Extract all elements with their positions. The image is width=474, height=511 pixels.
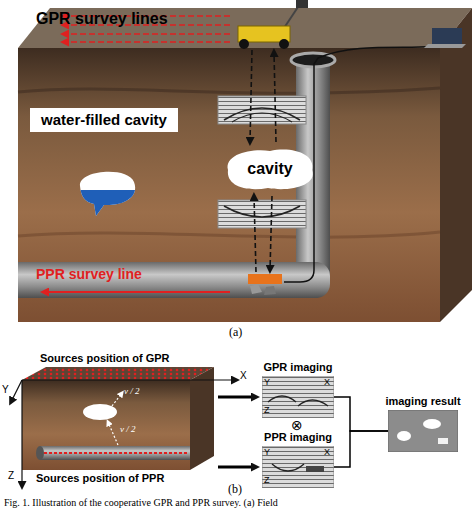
figure-caption: Fig. 1. Illustration of the cooperative … <box>4 497 278 508</box>
ground-surface <box>18 8 472 48</box>
wave-path <box>270 196 272 270</box>
laptop-screen <box>432 28 462 44</box>
flow-arrow <box>218 466 256 469</box>
debris <box>250 284 262 294</box>
water-fill <box>70 190 150 220</box>
axis-line <box>22 379 236 380</box>
radargram <box>218 200 306 228</box>
survey-line <box>64 41 230 43</box>
soil-stratum <box>18 232 440 237</box>
axis-line <box>11 380 22 402</box>
node-outline <box>388 410 458 452</box>
cavity-ellipse <box>83 404 117 420</box>
drain-pipe <box>18 262 318 298</box>
debris <box>264 286 276 295</box>
hyperbola <box>224 206 300 217</box>
hyperbola <box>232 113 292 122</box>
annotation-label: PPR survey line <box>36 266 142 282</box>
hyperbola <box>272 464 304 471</box>
axis-label: X <box>324 447 330 457</box>
bracket-connector <box>334 431 388 467</box>
wave-path <box>108 422 118 445</box>
radargram <box>262 376 334 418</box>
node-text: imaging result <box>376 395 470 407</box>
image-panel: PPR imagingYXZ <box>262 446 334 488</box>
wave-path <box>250 50 252 142</box>
anomaly <box>423 419 441 429</box>
axis-label: Z <box>264 405 270 415</box>
soil-side <box>440 8 472 322</box>
annotation-label: Y <box>2 384 9 395</box>
hyperbola <box>298 400 328 406</box>
annotation-label: v / 2 <box>120 424 136 434</box>
annotation-label: Sources position of PPR <box>36 472 164 484</box>
laptop-base <box>424 44 466 48</box>
node-outline <box>262 446 334 488</box>
soil-section <box>18 48 440 322</box>
annotation-label: Z <box>8 470 14 481</box>
drain-pipe <box>40 446 190 460</box>
reflection <box>306 466 324 472</box>
node-text: water-filled cavity <box>30 108 178 132</box>
axis-label: Z <box>264 475 270 485</box>
cart-wheel <box>279 39 289 49</box>
wave-path <box>112 393 122 406</box>
image-panel: GPR imagingYXZ <box>262 376 334 418</box>
survey-line <box>64 33 230 35</box>
cart-display <box>296 0 308 8</box>
survey-line <box>44 291 230 293</box>
radargram <box>218 96 306 124</box>
annotation-label: v / 2 <box>124 386 140 396</box>
annotation-label: (a) <box>229 325 242 340</box>
pipe-robot <box>248 274 282 284</box>
soil-stratum <box>18 88 440 93</box>
anomaly <box>438 438 448 444</box>
cavity-shape: cavity <box>222 146 318 192</box>
wave-path <box>274 52 276 142</box>
axis-label: Y <box>264 377 270 387</box>
image-panel: imaging result <box>388 410 458 452</box>
annotation-label: Sources position of GPR <box>40 352 170 364</box>
hyperbola <box>224 108 300 120</box>
manhole-opening <box>291 53 335 67</box>
annotation-label: GPR survey lines <box>36 10 168 28</box>
ppr-sources <box>44 452 188 454</box>
cart-wheel <box>239 39 249 49</box>
node-text: GPR imaging <box>250 361 346 373</box>
label-box: water-filled cavity <box>30 108 178 132</box>
annotation-label: ⊗ <box>291 417 303 433</box>
anomaly <box>397 431 411 441</box>
flow-arrow <box>218 396 256 399</box>
hyperbola <box>268 396 296 402</box>
pipe-end <box>36 446 44 460</box>
axis-line <box>21 380 22 486</box>
annotation-label: X <box>240 370 247 381</box>
axis-label: X <box>324 377 330 387</box>
annotation-label: (b) <box>228 482 242 497</box>
soil-side <box>190 367 214 470</box>
result-image <box>388 410 458 452</box>
axis-label: Y <box>264 447 270 457</box>
wave-path <box>254 196 256 272</box>
soil-block <box>22 380 190 470</box>
node-text: cavity <box>222 146 318 192</box>
source-surface <box>22 367 214 380</box>
radargram <box>262 446 334 488</box>
bracket-connector <box>334 397 388 431</box>
node-outline <box>262 376 334 418</box>
